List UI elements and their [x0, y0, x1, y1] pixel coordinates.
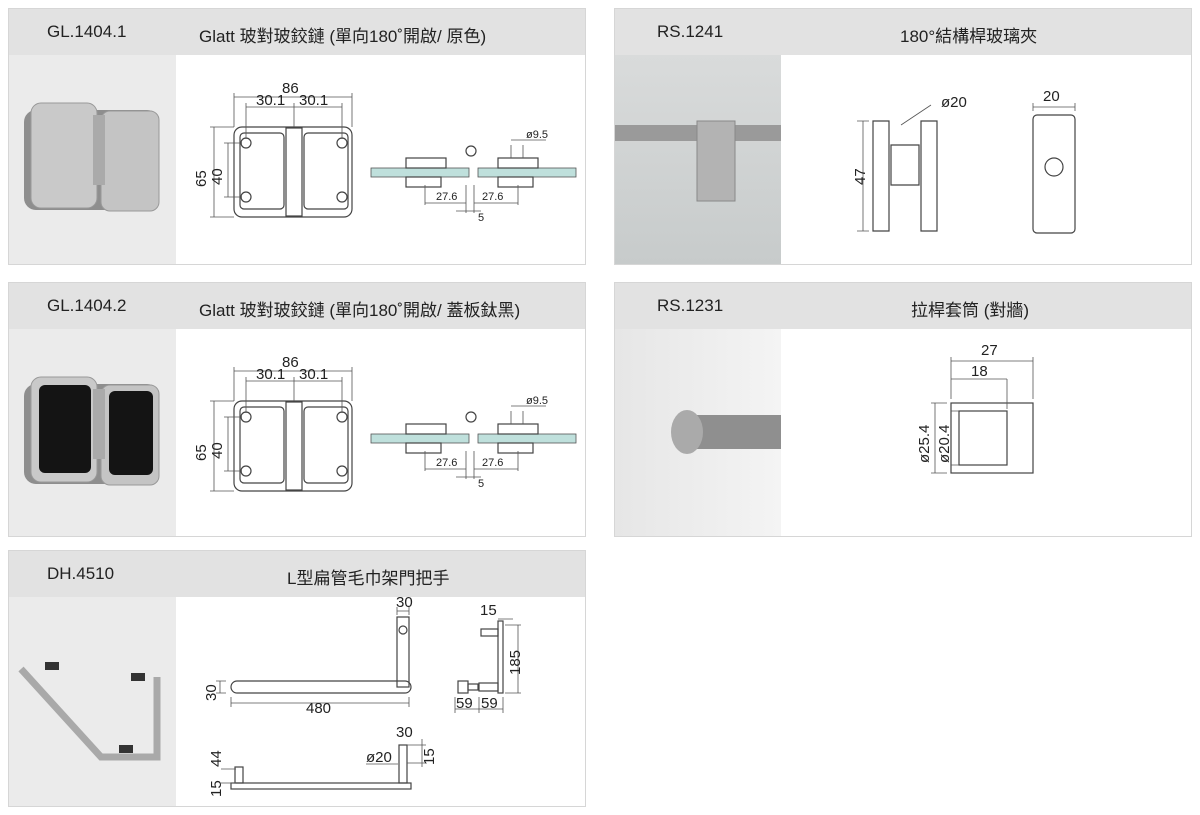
dim-d1: ø25.4 — [916, 425, 933, 463]
product-title: Glatt 玻對玻鉸鏈 (單向180˚開啟/ 原色) — [199, 27, 487, 46]
dim-off-r: 27.6 — [482, 457, 503, 469]
product-title: L型扁管毛巾架門把手 — [287, 569, 450, 588]
dim-hole-b: 30.1 — [299, 92, 328, 109]
product-panel-gl14042: GL.1404.2 Glatt 玻對玻鉸鏈 (單向180˚開啟/ 蓋板鈦黑) 8… — [8, 282, 586, 537]
dim-bar-height: 30 — [203, 684, 220, 701]
panel-header: GL.1404.1 Glatt 玻對玻鉸鏈 (單向180˚開啟/ 原色) — [9, 9, 585, 55]
dim-width: 86 — [282, 80, 299, 97]
panel-header: DH.4510 L型扁管毛巾架門把手 — [9, 551, 585, 597]
dim-dia: ø9.5 — [526, 395, 548, 407]
product-panel-dh4510: DH.4510 L型扁管毛巾架門把手 30 30 480 15 185 59 5… — [8, 550, 586, 807]
technical-drawing: 86 30.1 30.1 65 40 ø9.5 27.6 27.6 5 — [176, 329, 585, 536]
dim-gap: 5 — [478, 478, 484, 490]
product-photo — [615, 55, 781, 264]
dim-off-l: 27.6 — [436, 191, 457, 203]
dim-bottom-15b: 15 — [208, 780, 225, 797]
product-title: 180°結構桿玻璃夾 — [900, 27, 1038, 46]
product-panel-rs1231: RS.1231 拉桿套筒 (對牆) 27 18 ø25.4 ø20.4 — [614, 282, 1192, 537]
dim-side-top: 15 — [480, 602, 497, 619]
dim-bottom-44: 44 — [208, 750, 225, 767]
product-code: RS.1231 — [657, 296, 724, 315]
dim-hole-b: 30.1 — [299, 366, 328, 383]
product-code: DH.4510 — [47, 564, 115, 583]
dim-height: 65 — [193, 170, 210, 187]
towel-bar-photo-icon — [18, 662, 161, 761]
dim-top-width: 30 — [396, 597, 413, 611]
product-title: Glatt 玻對玻鉸鏈 (單向180˚開啟/ 蓋板鈦黑) — [199, 301, 521, 320]
dim-inner: 18 — [971, 363, 988, 380]
technical-drawing: 86 30.1 30.1 65 40 ø9.5 27.6 27.6 5 — [176, 55, 585, 264]
product-photo — [9, 597, 176, 806]
product-photo — [9, 329, 176, 536]
dim-side-b: 59 — [481, 695, 498, 712]
dim-length: 480 — [306, 700, 331, 717]
dim-side-a: 59 — [456, 695, 473, 712]
hinge-photo-icon — [24, 376, 160, 486]
dim-bottom-15: 15 — [421, 748, 438, 765]
dim-height: 47 — [852, 168, 869, 185]
dim-height: 65 — [193, 444, 210, 461]
dim-hole-v: 40 — [209, 442, 226, 459]
dim-width: 20 — [1043, 88, 1060, 105]
product-code: RS.1241 — [657, 22, 724, 41]
dim-hole-a: 30.1 — [256, 92, 285, 109]
dim-off-l: 27.6 — [436, 457, 457, 469]
hinge-photo-icon — [24, 102, 160, 212]
product-photo — [615, 329, 781, 536]
dim-dia: ø9.5 — [526, 129, 548, 141]
sleeve-photo-icon — [671, 410, 781, 454]
dim-dia: ø20 — [941, 94, 967, 111]
dim-bottom-top: 30 — [396, 724, 413, 741]
dim-bottom-dia: ø20 — [366, 749, 392, 766]
dim-width: 86 — [282, 354, 299, 371]
dim-side-height: 185 — [507, 650, 524, 675]
dim-hole-a: 30.1 — [256, 366, 285, 383]
product-code: GL.1404.1 — [47, 22, 127, 41]
product-title: 拉桿套筒 (對牆) — [911, 301, 1030, 320]
product-panel-rs1241: RS.1241 180°結構桿玻璃夾 ø20 47 20 — [614, 8, 1192, 265]
product-code: GL.1404.2 — [47, 296, 127, 315]
technical-drawing: 27 18 ø25.4 ø20.4 — [781, 329, 1191, 536]
technical-drawing: 30 30 480 15 185 59 59 30 15 ø20 44 15 — [176, 594, 585, 806]
clamp-photo-icon — [615, 120, 781, 202]
product-photo — [9, 55, 176, 264]
dim-outer: 27 — [981, 342, 998, 359]
product-panel-gl14041: GL.1404.1 Glatt 玻對玻鉸鏈 (單向180˚開啟/ 原色) 86 … — [8, 8, 586, 265]
dim-d2: ø20.4 — [936, 425, 953, 463]
panel-header: RS.1241 180°結構桿玻璃夾 — [615, 9, 1191, 55]
panel-header: RS.1231 拉桿套筒 (對牆) — [615, 283, 1191, 329]
dim-off-r: 27.6 — [482, 191, 503, 203]
dim-gap: 5 — [478, 212, 484, 224]
panel-header: GL.1404.2 Glatt 玻對玻鉸鏈 (單向180˚開啟/ 蓋板鈦黑) — [9, 283, 585, 329]
dim-hole-v: 40 — [209, 168, 226, 185]
technical-drawing: ø20 47 20 — [781, 55, 1191, 264]
